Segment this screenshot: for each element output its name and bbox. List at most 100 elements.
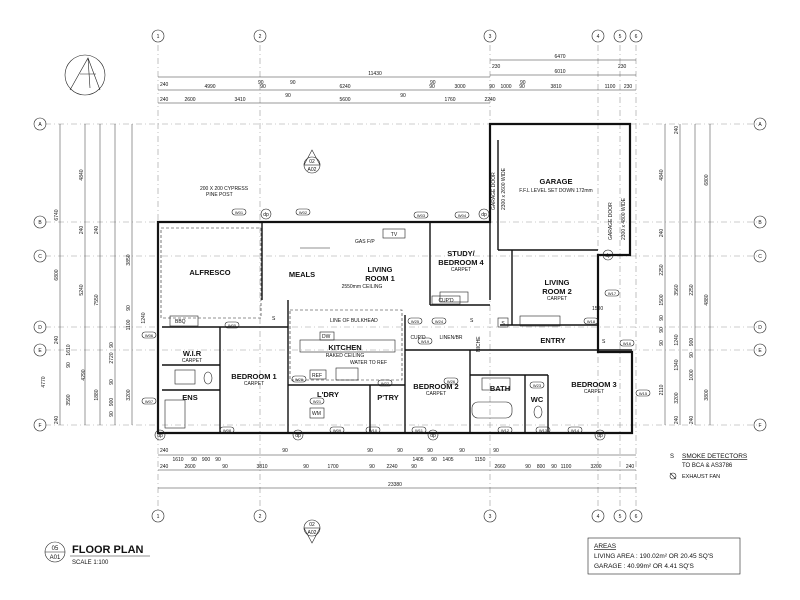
grid-bubbles-right: A B C D E F <box>753 117 767 432</box>
dim-b2-240b: 240 <box>626 464 635 470</box>
room-bed3-sub: CARPET <box>584 389 604 395</box>
dim-left-90a: 90 <box>126 305 132 311</box>
dim-right-3200: 3200 <box>674 392 680 403</box>
garage-door-a: GARAGE DOOR <box>491 172 497 210</box>
dim-right-1240: 1240 <box>674 334 680 345</box>
window-tag: W19 <box>421 339 430 344</box>
window-tag: W20 <box>295 377 304 382</box>
room-living2: LIVING <box>544 278 569 287</box>
window-tag: W15 <box>639 391 648 396</box>
legend-smoke-label: SMOKE DETECTORS <box>682 453 748 460</box>
dim-top-90d: 90 <box>519 84 525 90</box>
window-tag: W10 <box>369 428 378 433</box>
fixtures <box>164 247 561 429</box>
dim-b2-1100: 1100 <box>561 464 572 470</box>
label-cupd2: CUP'D <box>410 335 426 341</box>
label-bulkhead: LINE OF BULKHEAD <box>330 318 378 324</box>
shower-icon <box>164 399 186 429</box>
dim-right-90d: 90 <box>659 340 665 346</box>
dim-b2-2240: 2240 <box>386 464 397 470</box>
dim-right-6800: 6800 <box>704 174 710 185</box>
room-bed2-sub: CARPET <box>426 391 446 397</box>
dim-left-90c: 90 <box>109 342 115 348</box>
grid-col-1: 1 <box>157 34 160 40</box>
dim-top-small-90b: 90 <box>290 80 296 86</box>
dim-right-240c: 240 <box>659 229 665 238</box>
label-dp-c: dp <box>157 433 163 439</box>
dim-right-240b: 240 <box>674 416 680 425</box>
window-tag: W21 <box>313 399 322 404</box>
grid-col-3: 3 <box>489 34 492 40</box>
label-water: WATER TO REF <box>350 360 387 366</box>
dim-left-3850: 3850 <box>126 254 132 265</box>
dim-left-240c: 240 <box>54 336 60 345</box>
room-bed2: BEDROOM 2 <box>413 382 458 391</box>
dim-garage-230a: 230 <box>492 64 501 70</box>
dim-top3-3410: 3410 <box>234 97 245 103</box>
room-living1-note: 2550mm CEILING <box>342 284 383 290</box>
label-s-box: S <box>501 321 505 327</box>
drawing-title: FLOOR PLAN <box>72 544 144 556</box>
dim-top3-240: 240 <box>160 97 169 103</box>
dim-garage-230b: 230 <box>618 64 627 70</box>
areas-garage: GARAGE : 40.99m² OR 4.41 SQ'S <box>594 563 695 570</box>
room-entry: ENTRY <box>540 336 565 345</box>
window-tag: W13 <box>539 428 548 433</box>
bbq-icon <box>169 315 199 327</box>
dimensions-left: 4840 240 240 5240 3850 7550 90 1100 1240… <box>41 124 147 425</box>
dim-b1-1610: 1610 <box>172 457 183 463</box>
grid-col-6: 6 <box>635 34 638 40</box>
dim-b2-90d: 90 <box>411 464 417 470</box>
label-tv: TV <box>391 232 398 238</box>
window-tag: W26 <box>447 379 456 384</box>
grid-col-1-bottom: 1 <box>157 514 160 520</box>
dim-right-240a: 240 <box>674 126 680 135</box>
window-tag: W02 <box>299 210 308 215</box>
dim-top-90b: 90 <box>429 84 435 90</box>
title-block: 05 A01 FLOOR PLAN SCALE 1:100 <box>44 541 150 566</box>
grid-row-e: E <box>38 348 42 354</box>
window-tag: W23 <box>533 383 542 388</box>
smoke-detector-1: S <box>272 316 276 322</box>
dim-b1-90b: 90 <box>215 457 221 463</box>
window-tag: W24 <box>435 319 444 324</box>
dim-left-4770: 4770 <box>41 376 47 387</box>
dim-right-4840: 4840 <box>659 169 665 180</box>
dim-right-900: 900 <box>689 338 695 347</box>
smoke-detector-2: S <box>470 318 474 324</box>
window-tag: W07 <box>145 399 154 404</box>
window-tag: W08 <box>223 428 232 433</box>
dim-b2-1700: 1700 <box>327 464 338 470</box>
dim-right-2250b: 2250 <box>689 284 695 295</box>
window-tag: W01 <box>235 210 244 215</box>
dim-top3-5600: 5600 <box>339 97 350 103</box>
label-dp-e: dp <box>430 433 436 439</box>
room-meals: MEALS <box>289 270 315 279</box>
vanity-icon <box>481 377 511 391</box>
dim-left-5240: 5240 <box>79 284 85 295</box>
dim-top3-2600: 2600 <box>184 97 195 103</box>
grid-col-4: 4 <box>597 34 600 40</box>
grid-row-d: D <box>38 325 42 331</box>
dim-left-4840: 4840 <box>79 169 85 180</box>
window-tag: W11 <box>415 428 424 433</box>
label-bbq: BBQ <box>175 319 186 325</box>
dim-left-90e: 90 <box>109 411 115 417</box>
room-ptry: P'TRY <box>377 393 399 402</box>
grid-col-5-bottom: 5 <box>619 514 622 520</box>
dim-top-230: 230 <box>624 84 633 90</box>
dim-b2-2660: 2660 <box>494 464 505 470</box>
dim-left-1100: 1100 <box>126 319 132 330</box>
dim-b1-240: 240 <box>160 448 169 454</box>
dim-right-3800: 3800 <box>704 389 710 400</box>
dim-left-900: 900 <box>109 398 115 407</box>
dim-b1-1150: 1150 <box>475 457 486 463</box>
label-ref: REF <box>312 373 322 379</box>
dim-b1-90e: 90 <box>397 448 403 454</box>
grid-row-c: C <box>38 254 42 260</box>
room-ens: ENS <box>182 393 197 402</box>
room-wir-sub: CARPET <box>182 358 202 364</box>
dim-b2-2600: 2600 <box>184 464 195 470</box>
room-kitchen: KITCHEN <box>328 343 361 352</box>
